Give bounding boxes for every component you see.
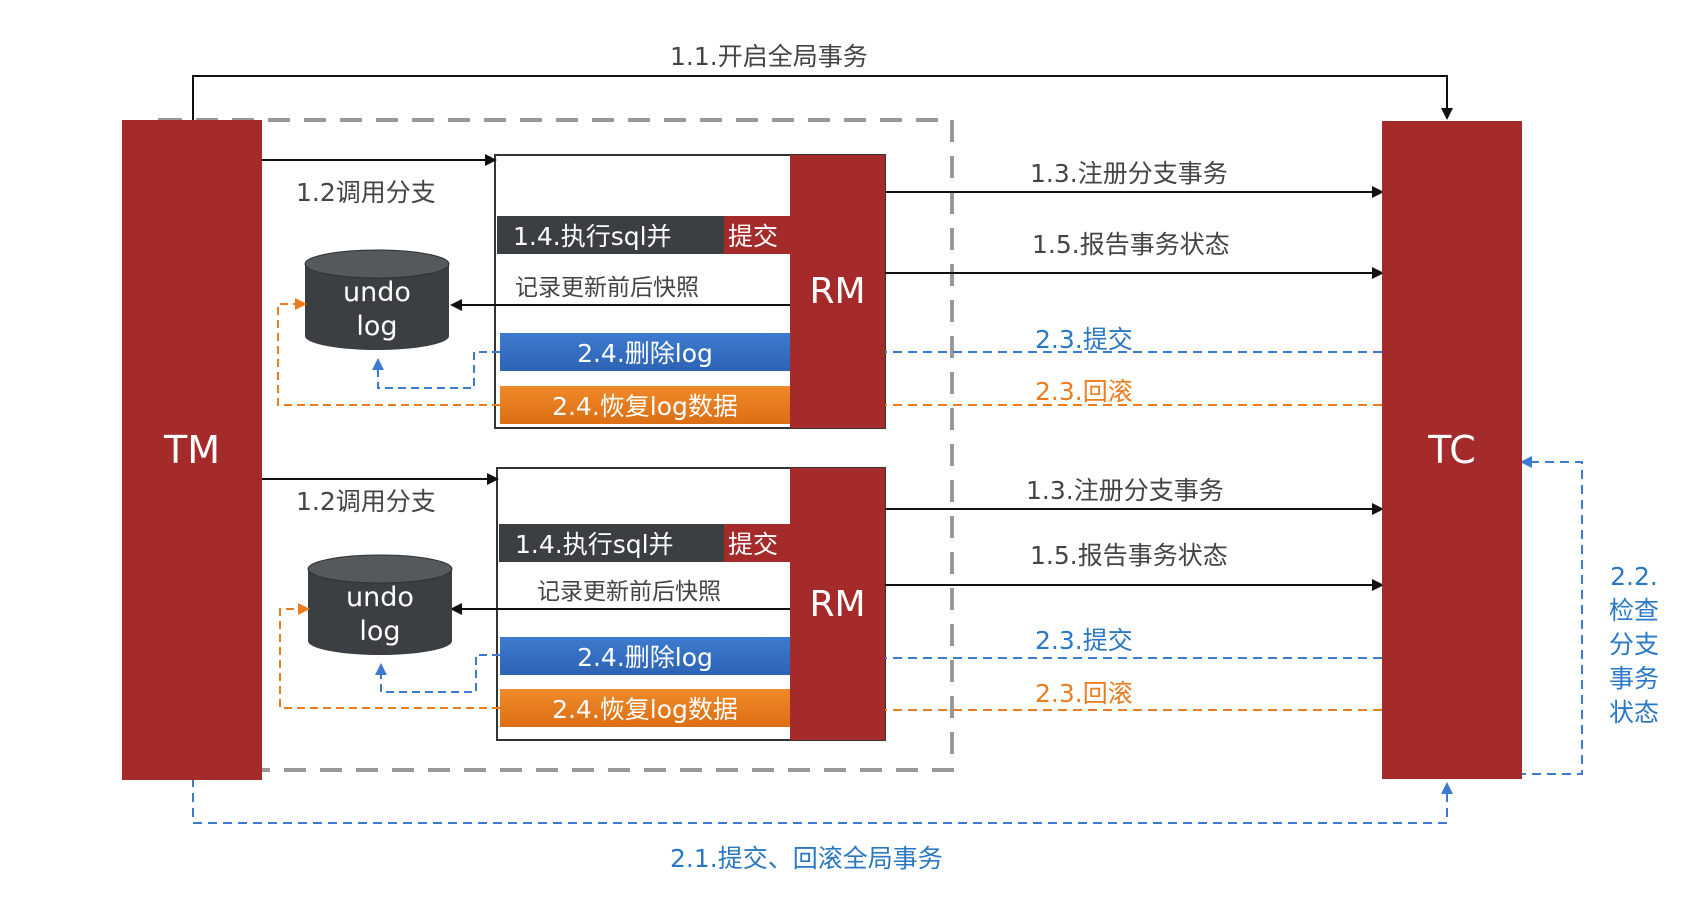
side-line-4: 事务: [1608, 664, 1659, 693]
exec-sql-text-1: 1.4.执行sql并: [513, 222, 672, 251]
undo-log-db-1: [304, 249, 450, 350]
recover-log-bar-2: 2.4.恢复log数据: [500, 689, 790, 727]
arrow-begin-global: [192, 75, 1453, 122]
undo-log-db-2: [307, 554, 453, 655]
snapshot-label-1: 记录更新前后快照: [515, 275, 699, 301]
tm-label: TM: [164, 428, 220, 472]
exec-sql-bar-2: 1.4.执行sql并 提交: [499, 524, 790, 562]
rm-label-2: RM: [809, 583, 866, 625]
register-branch-label-2: 1.3.注册分支事务: [1026, 476, 1224, 505]
undo-text-1: undo: [343, 277, 411, 308]
arrow-recover-log-2: [279, 603, 500, 709]
begin-global-label: 1.1.开启全局事务: [670, 42, 868, 71]
exec-commit-text-1: 提交: [723, 216, 790, 254]
branch-commit-label-2: 2.3.提交: [1035, 626, 1133, 655]
recover-log-bar-1: 2.4.恢复log数据: [500, 386, 790, 424]
rm-block-1: RM: [790, 155, 885, 428]
report-status-label-1: 1.5.报告事务状态: [1032, 230, 1230, 259]
call-branch-label-2: 1.2调用分支: [296, 487, 436, 516]
arrow-recover-log-1: [277, 298, 500, 406]
undo-text-2: undo: [346, 582, 414, 613]
arrow-delete-log-2: [375, 654, 500, 693]
rm-label-1: RM: [809, 271, 866, 312]
tc-pillar: TC: [1382, 121, 1522, 779]
side-line-5: 状态: [1608, 698, 1659, 727]
delete-log-bar-2: 2.4.删除log: [500, 637, 790, 675]
tc-label: TC: [1428, 428, 1476, 472]
branch-rollback-label-1: 2.3.回滚: [1035, 377, 1133, 406]
arrow-check-branch-status: [1517, 456, 1583, 775]
undo-log-label-1: undo log: [305, 276, 449, 344]
side-line-2: 检查: [1608, 596, 1659, 625]
delete-log-text-2: 2.4.删除log: [577, 643, 713, 672]
recover-log-text-1: 2.4.恢复log数据: [552, 392, 738, 421]
log-text-2: log: [359, 615, 401, 647]
delete-log-text-1: 2.4.删除log: [577, 339, 713, 368]
rm-block-2: RM: [790, 468, 885, 740]
commit-rollback-global-label: 2.1.提交、回滚全局事务: [670, 844, 943, 873]
tm-pillar: TM: [122, 120, 262, 780]
snapshot-label-2: 记录更新前后快照: [537, 579, 721, 605]
call-branch-label-1: 1.2调用分支: [296, 178, 436, 207]
exec-commit-text-2: 提交: [723, 524, 790, 562]
log-text-1: log: [356, 310, 398, 342]
exec-sql-text-2: 1.4.执行sql并: [515, 530, 674, 559]
branch-commit-label-1: 2.3.提交: [1035, 325, 1133, 354]
recover-log-text-2: 2.4.恢复log数据: [552, 695, 738, 724]
branch-rollback-label-2: 2.3.回滚: [1035, 679, 1133, 708]
undo-log-label-2: undo log: [308, 581, 452, 649]
arrow-commit-rollback-global: [192, 778, 1453, 824]
side-line-3: 分支: [1608, 630, 1659, 659]
side-line-1: 2.2.: [1610, 562, 1658, 591]
report-status-label-2: 1.5.报告事务状态: [1030, 541, 1228, 570]
check-branch-status-label: 2.2. 检查 分支 事务 状态: [1604, 560, 1664, 730]
exec-sql-bar-1: 1.4.执行sql并 提交: [497, 216, 790, 254]
delete-log-bar-1: 2.4.删除log: [500, 333, 790, 371]
arrow-delete-log-1: [372, 351, 500, 389]
register-branch-label-1: 1.3.注册分支事务: [1030, 159, 1228, 188]
